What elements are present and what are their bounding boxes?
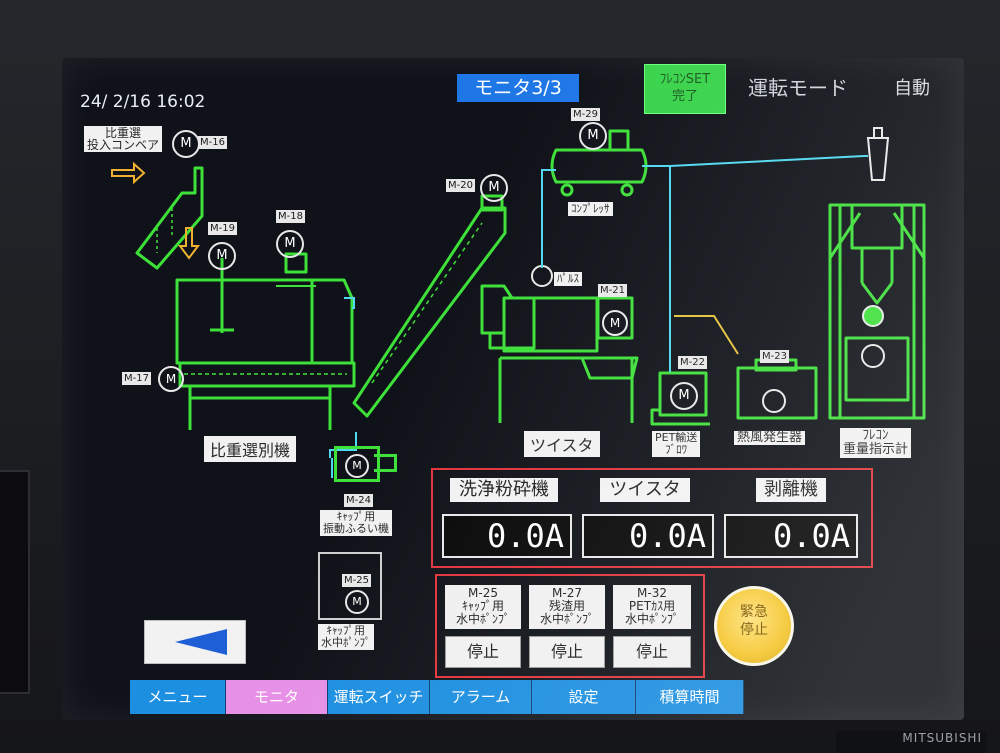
current-value-twister: 0.0A [582, 514, 714, 558]
vibrating-screen-label-line2: 振動ふるい機 [323, 522, 389, 535]
feed-conveyor-label: 比重選 投入コンベア [84, 126, 163, 152]
tag-m20: M-20 [446, 179, 475, 192]
tag-m17: M-17 [122, 372, 151, 385]
compressor-shape [550, 148, 648, 184]
current-label-washer: 洗浄粉砕機 [450, 478, 558, 502]
pump-m32-type: 水中ﾎﾟﾝﾌﾟ [624, 612, 679, 626]
motor-m18-icon[interactable]: M [276, 230, 304, 258]
datetime: 24/ 2/16 16:02 [80, 92, 206, 112]
pump-m27-label: M-27 残渣用 水中ﾎﾟﾝﾌﾟ [529, 585, 605, 629]
vibrating-screen-label-line1: ｷｬｯﾌﾟ用 [336, 510, 376, 523]
emergency-stop-line2: 停止 [740, 622, 768, 638]
vibrating-screen-label: ｷｬｯﾌﾟ用 振動ふるい機 [320, 510, 392, 536]
flecon-label-line1: ﾌﾚｺﾝ [862, 428, 889, 443]
current-value-stripper: 0.0A [724, 514, 858, 558]
cap-pump-label: ｷｬｯﾌﾟ用 水中ﾎﾟﾝﾌﾟ [318, 624, 374, 650]
flecon-set-complete-button[interactable]: ﾌﾚｺﾝSET 完了 [644, 64, 726, 114]
operation-mode-label: 運転モード [748, 76, 848, 100]
current-value-washer: 0.0A [442, 514, 572, 558]
feed-conveyor-shape [135, 166, 204, 270]
feed-conveyor-label-line1: 比重選 [105, 126, 142, 140]
twister-label: ツイスタ [524, 431, 600, 457]
pump-m32-stop-button[interactable]: 停止 [613, 636, 691, 668]
pump-m32-label: M-32 PETｶｽ用 水中ﾎﾟﾝﾌﾟ [613, 585, 691, 629]
current-monitor-panel [431, 468, 873, 568]
flecon-set-line1: ﾌﾚｺﾝSET [659, 72, 711, 87]
tag-m24: M-24 [344, 494, 373, 507]
pump-m25-id: M-25 [468, 586, 498, 600]
pump-m25-type: 水中ﾎﾟﾝﾌﾟ [455, 612, 510, 626]
back-arrow-icon [175, 629, 227, 655]
pump-m27-stop-button[interactable]: 停止 [529, 636, 605, 668]
process-diagram [111, 127, 926, 478]
cap-pump-label-line2: 水中ﾎﾟﾝﾌﾟ [321, 636, 371, 649]
current-label-twister: ツイスタ [600, 478, 690, 502]
tag-m21: M-21 [598, 284, 627, 297]
blower-shape [658, 371, 708, 417]
motor-m21-icon[interactable]: M [602, 310, 628, 336]
operation-mode-value: 自動 [894, 78, 930, 99]
motor-m25-icon[interactable]: M [345, 590, 369, 614]
feed-arrow-right-icon [111, 161, 146, 185]
nav-settings-button[interactable]: 設定 [532, 680, 636, 714]
blower-label-line2: ﾌﾞﾛﾜ [665, 443, 688, 456]
bezel-brand-text: MITSUBISHI [836, 731, 986, 753]
nav-alarm-button[interactable]: アラーム [430, 680, 532, 714]
pump-m27-type: 水中ﾎﾟﾝﾌﾟ [539, 612, 594, 626]
pump-m25-stop-button[interactable]: 停止 [445, 636, 521, 668]
tag-m25: M-25 [342, 574, 371, 587]
side-card-slot [0, 470, 30, 694]
twister-shape [480, 284, 599, 353]
vibrating-screen-shape [334, 446, 380, 482]
tag-m29: M-29 [571, 108, 600, 121]
motor-m16-icon[interactable]: M [172, 130, 200, 158]
blower-label-line1: PET輸送 [655, 431, 698, 444]
blower-label: PET輸送 ﾌﾞﾛﾜ [652, 431, 701, 457]
nav-run-switch-button[interactable]: 運転スイッチ [328, 680, 430, 714]
nav-menu-button[interactable]: メニュー [130, 680, 226, 714]
flecon-label-line2: 重量指示計 [843, 442, 909, 457]
current-label-stripper: 剥離機 [756, 478, 826, 502]
motor-m29-icon[interactable]: M [579, 122, 607, 150]
flecon-set-line2: 完了 [671, 89, 698, 104]
pump-m32-use: PETｶｽ用 [628, 599, 676, 613]
heater-shape [736, 366, 818, 420]
tag-m19: M-19 [208, 222, 237, 235]
tag-m22: M-22 [678, 356, 707, 369]
pump-panel [435, 574, 705, 678]
separator-tank-shape [175, 278, 314, 365]
cap-pump-label-line1: ｷｬｯﾌﾟ用 [326, 624, 366, 637]
flecon-label: ﾌﾚｺﾝ 重量指示計 [840, 428, 912, 458]
heater-label: 熱風発生器 [734, 431, 806, 445]
inclined-conveyor-shape [352, 206, 507, 418]
vibrating-screen-outlet [374, 454, 397, 472]
feed-conveyor-label-line2: 投入コンベア [87, 138, 160, 152]
motor-m19-icon[interactable]: M [208, 242, 236, 270]
emergency-stop-line1: 緊急 [740, 604, 768, 620]
cap-pump-tank-shape [318, 552, 382, 620]
feed-arrow-down-icon [178, 227, 200, 260]
pulse-label: ﾊﾟﾙｽ [554, 272, 582, 286]
back-button[interactable] [144, 620, 246, 664]
tag-m16: M-16 [198, 136, 227, 149]
pump-m32-id: M-32 [637, 586, 667, 600]
motor-m17-icon[interactable]: M [158, 366, 184, 392]
separator-label: 比重選別機 [204, 436, 297, 462]
nav-monitor-button[interactable]: モニタ [226, 680, 328, 714]
motor-m22-icon[interactable]: M [670, 382, 698, 410]
pump-m27-id: M-27 [552, 586, 582, 600]
compressor-label: ｺﾝﾌﾟﾚｯｻ [568, 202, 613, 216]
pump-m25-use: ｷｬｯﾌﾟ用 [461, 599, 504, 613]
pump-m27-use: 残渣用 [548, 599, 585, 613]
hmi-screen: 24/ 2/16 16:02 モニタ3/3 ﾌﾚｺﾝSET 完了 運転モード 自… [62, 58, 964, 720]
motor-m20-icon[interactable]: M [480, 174, 508, 202]
tag-m23: M-23 [760, 350, 789, 363]
screen-title: モニタ3/3 [457, 74, 579, 102]
pump-m25-label: M-25 ｷｬｯﾌﾟ用 水中ﾎﾟﾝﾌﾟ [445, 585, 521, 629]
tag-m18: M-18 [276, 210, 305, 223]
emergency-stop-button[interactable]: 緊急 停止 [714, 586, 794, 666]
motor-m24-icon[interactable]: M [345, 454, 369, 478]
nav-runtime-button[interactable]: 積算時間 [636, 680, 744, 714]
